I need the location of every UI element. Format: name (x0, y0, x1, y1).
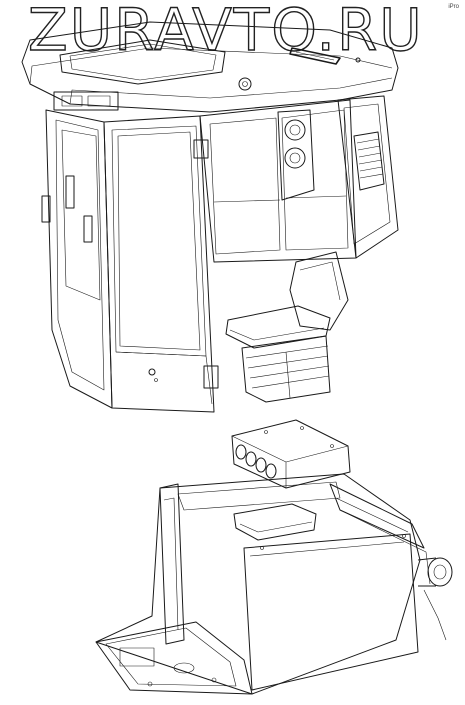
connector-1 (235, 444, 247, 460)
door-hinge-upper (193, 139, 209, 159)
floor-hole (173, 662, 195, 674)
floor-pedal-slot (119, 647, 155, 667)
frame-right-member (329, 483, 425, 549)
cab-front-door (103, 115, 215, 413)
control-box (231, 419, 351, 489)
door-lock (148, 368, 156, 376)
frame-floor-plate (95, 621, 253, 695)
cab-left-wall (45, 109, 113, 409)
frame-seat-cushion (233, 503, 317, 541)
cab-right-panel (337, 95, 399, 259)
connector-3 (255, 457, 267, 473)
door-handle-3 (83, 215, 93, 243)
frame-front-post (159, 483, 185, 645)
cab-roof (21, 21, 399, 113)
corner-mark: iPro (448, 4, 459, 10)
roof-lamp (238, 77, 252, 91)
connector-2 (245, 451, 257, 467)
frame-tube-end (427, 557, 453, 587)
roof-vent (289, 47, 341, 65)
gauge-panel (277, 109, 315, 201)
side-vent-grille (353, 131, 385, 191)
door-hinge-lower (203, 365, 219, 389)
cab-assembly (21, 21, 399, 413)
roof-hatch (59, 39, 226, 85)
seat-cushion (225, 305, 331, 349)
seat-backrest (289, 251, 349, 331)
door-handle-left (41, 195, 51, 223)
seat-suspension (241, 335, 331, 403)
door-handle-2 (65, 175, 75, 209)
cab-base-frame (95, 473, 421, 695)
cab-frame-and-console (95, 419, 453, 695)
gauge-lower (284, 147, 306, 169)
operator-seat (225, 251, 349, 403)
frame-side-panel (243, 533, 419, 691)
roof-bolt (355, 57, 361, 63)
gauge-upper (284, 119, 306, 141)
front-light-bar (53, 91, 119, 111)
connector-4 (265, 463, 277, 479)
